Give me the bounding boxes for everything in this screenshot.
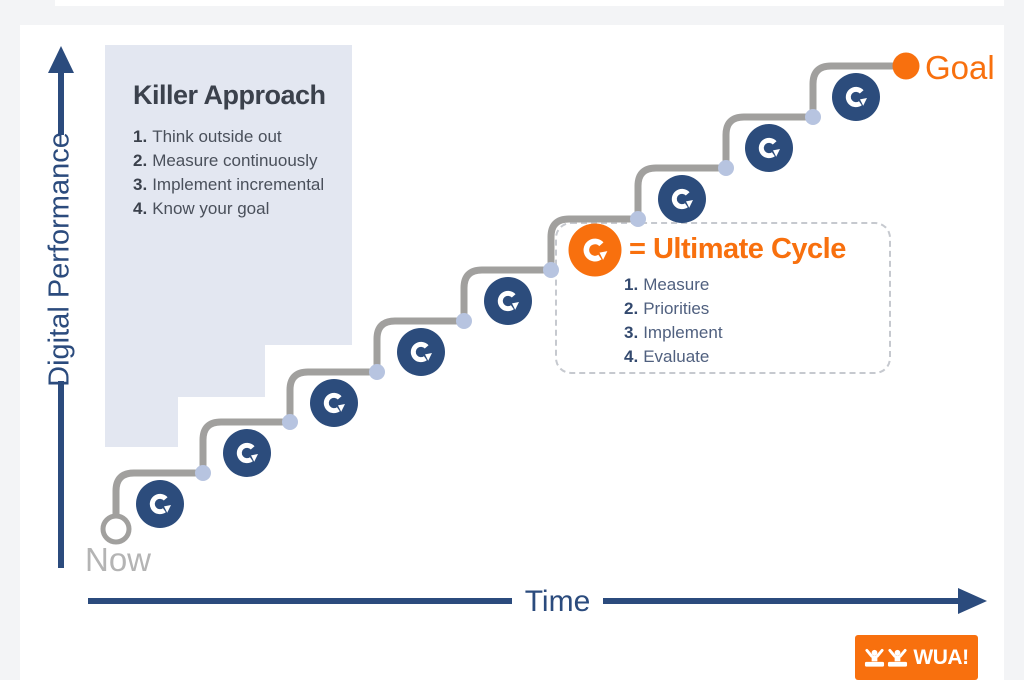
cycle-icon-8 [745, 124, 793, 172]
goal-label: Goal [925, 49, 995, 86]
list-item: 1.Measure [624, 275, 710, 294]
wua-logo: WUA! [855, 635, 978, 680]
list-item: 1.Think outside out [133, 127, 282, 146]
ultimate-cycle-title: = Ultimate Cycle [629, 233, 846, 265]
x-axis-arrow [88, 588, 987, 614]
cycle-icon-5 [484, 277, 532, 325]
cycle-icon-2 [223, 429, 271, 477]
staircase-path [112, 62, 895, 516]
ultimate-cycle-list: 1.Measure 2.Priorities 3.Implement 4.Eva… [624, 273, 723, 369]
list-item: 3.Implement [624, 323, 723, 342]
cycle-icon-7 [658, 175, 706, 223]
top-border-strip [55, 0, 1004, 6]
killer-approach-title: Killer Approach [133, 80, 326, 110]
list-item: 3.Implement incremental [133, 175, 325, 194]
list-item: 4.Evaluate [624, 347, 710, 366]
cycle-icon-1 [136, 480, 184, 528]
cycle-icon-4 [397, 328, 445, 376]
shaded-region [105, 45, 352, 447]
now-label: Now [85, 541, 152, 578]
list-item: 4.Know your goal [133, 199, 270, 218]
cheering-person-icon [865, 648, 885, 667]
goal-dot [892, 52, 920, 80]
cycle-icons [136, 73, 880, 528]
step-dots [195, 109, 821, 481]
y-axis-arrow [48, 46, 74, 568]
cycle-icon-9 [832, 73, 880, 121]
cycle-icon-ultimate [568, 223, 622, 277]
y-axis-label: Digital Performance [43, 132, 76, 387]
killer-approach-list: 1.Think outside out 2.Measure continuous… [133, 125, 348, 221]
x-axis-label: Time [524, 585, 591, 618]
ultimate-cycle-legend-box [555, 222, 891, 374]
cheering-person-icon [888, 648, 908, 667]
cycle-icon-3 [310, 379, 358, 427]
list-item: 2.Priorities [624, 299, 710, 318]
logo-wordmark: WUA! [913, 645, 969, 669]
list-item: 2.Measure continuously [133, 151, 318, 170]
start-circle [100, 513, 132, 545]
killer-approach-panel: Killer Approach 1.Think outside out 2.Me… [133, 80, 348, 221]
